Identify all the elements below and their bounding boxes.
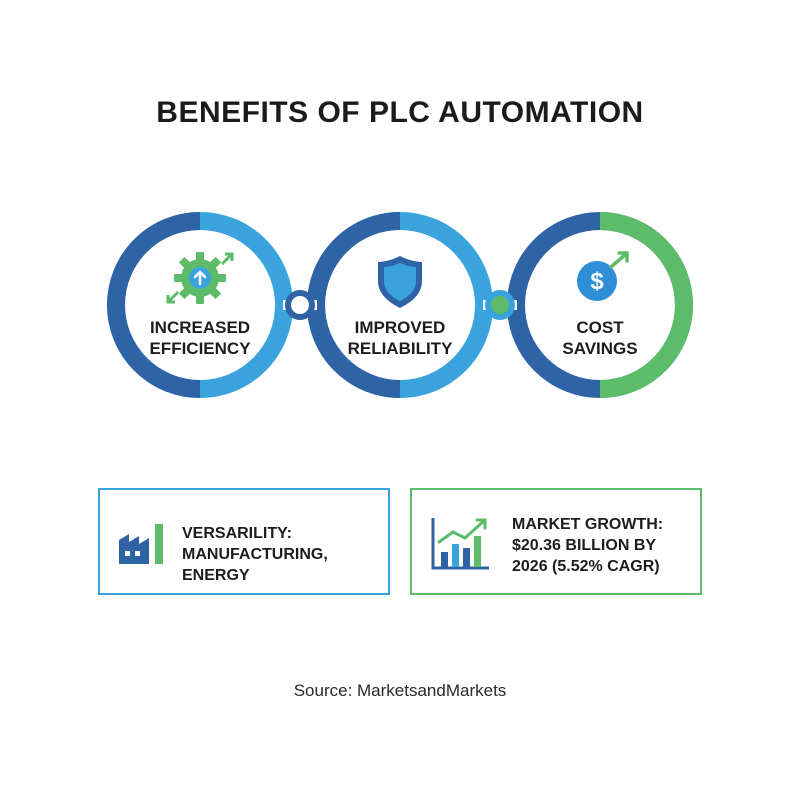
connector-node-2 — [483, 290, 517, 320]
versatility-card: VERSARILITY: MANUFACTURING, ENERGY — [98, 488, 390, 595]
dollar-growth-icon: $ — [577, 251, 629, 301]
factory-icon — [119, 524, 163, 564]
shield-icon — [378, 256, 422, 308]
gear-arrows-icon — [166, 252, 234, 304]
ring-label-efficiency: INCREASED EFFICIENCY — [149, 318, 251, 358]
source-citation: Source: MarketsandMarkets — [293, 681, 507, 700]
svg-text:$: $ — [590, 268, 604, 295]
ring-cost-savings — [507, 212, 693, 398]
market-growth-text: MARKET GROWTH: $20.36 BILLION BY 2026 (5… — [512, 516, 664, 575]
market-growth-card: MARKET GROWTH: $20.36 BILLION BY 2026 (5… — [410, 488, 702, 595]
ring-label-reliability: IMPROVED RELIABILITY — [347, 318, 453, 358]
bar-chart-growth-icon — [431, 518, 489, 570]
ring-increased-efficiency — [107, 212, 293, 398]
connector-node-1 — [283, 290, 317, 320]
ring-label-cost-savings: COST SAVINGS — [562, 318, 638, 358]
page-title: BENEFITS OF PLC AUTOMATION — [156, 96, 644, 129]
versatility-text: VERSARILITY: MANUFACTURING, ENERGY — [182, 525, 328, 584]
